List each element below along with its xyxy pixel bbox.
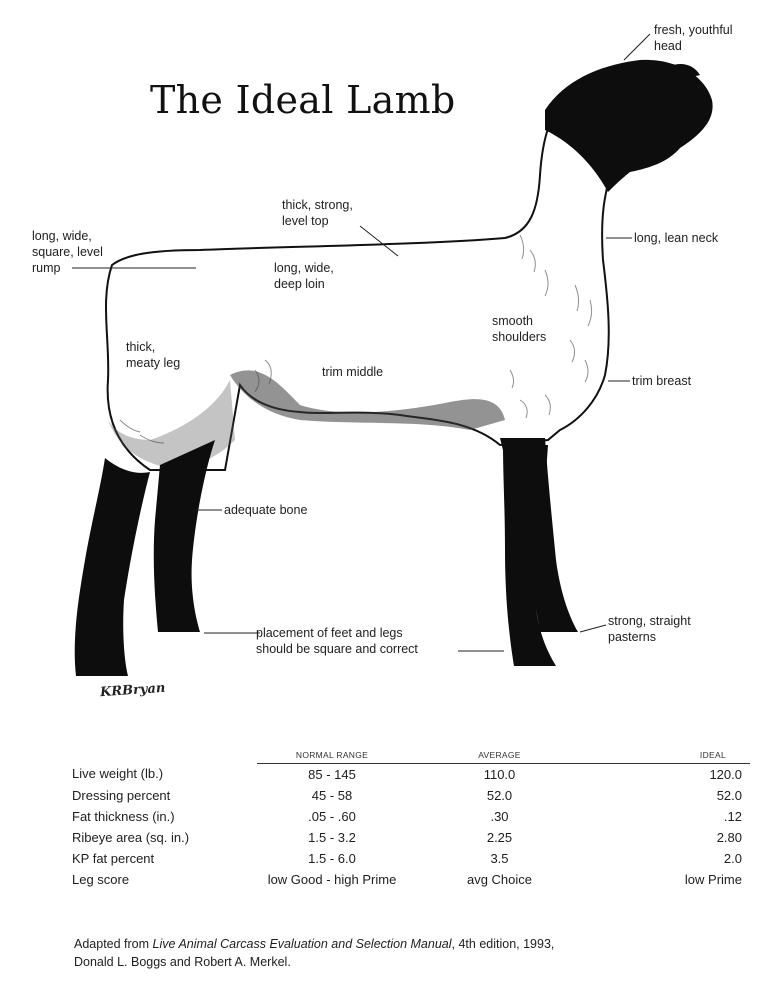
diagram-title: The Ideal Lamb: [150, 78, 456, 122]
source-book-title: Live Animal Carcass Evaluation and Selec…: [153, 937, 452, 951]
header-normal-range: NORMAL RANGE: [257, 750, 407, 764]
row-ideal: .12: [592, 806, 750, 827]
carcass-table: NORMAL RANGE AVERAGE IDEAL Live weight (…: [72, 750, 750, 890]
row-ideal: 2.80: [592, 827, 750, 848]
label-loin: long, wide, deep loin: [274, 260, 334, 292]
row-ideal: 52.0: [592, 785, 750, 806]
row-range: 1.5 - 6.0: [257, 848, 407, 869]
rear-leg-far: [154, 440, 215, 632]
row-name: Leg score: [72, 869, 257, 890]
table-header-row: NORMAL RANGE AVERAGE IDEAL: [72, 750, 750, 764]
label-bone: adequate bone: [224, 502, 307, 518]
source-prefix: Adapted from: [74, 937, 153, 951]
label-leg: thick, meaty leg: [126, 339, 180, 371]
table-row: Ribeye area (sq. in.) 1.5 - 3.2 2.25 2.8…: [72, 827, 750, 848]
row-ideal: low Prime: [592, 869, 750, 890]
label-head: fresh, youthful head: [654, 22, 733, 54]
table-row: Dressing percent 45 - 58 52.0 52.0: [72, 785, 750, 806]
header-ideal: IDEAL: [592, 750, 750, 764]
label-pasterns: strong, straight pasterns: [608, 613, 691, 645]
label-feet: placement of feet and legs should be squ…: [256, 625, 418, 657]
table-row: Fat thickness (in.) .05 - .60 .30 .12: [72, 806, 750, 827]
row-range: low Good - high Prime: [257, 869, 407, 890]
label-rump: long, wide, square, level rump: [32, 228, 103, 276]
row-name: Ribeye area (sq. in.): [72, 827, 257, 848]
row-name: Fat thickness (in.): [72, 806, 257, 827]
label-shoulders: smooth shoulders: [492, 313, 546, 345]
row-name: Live weight (lb.): [72, 764, 257, 786]
table-row: Live weight (lb.) 85 - 145 110.0 120.0: [72, 764, 750, 786]
header-average: AVERAGE: [407, 750, 592, 764]
row-ideal: 120.0: [592, 764, 750, 786]
row-average: 110.0: [407, 764, 592, 786]
leader-pasterns: [580, 625, 606, 632]
row-name: Dressing percent: [72, 785, 257, 806]
row-range: 85 - 145: [257, 764, 407, 786]
row-average: 3.5: [407, 848, 592, 869]
leader-head: [624, 34, 650, 60]
source-edition: , 4th edition, 1993,: [452, 937, 555, 951]
source-citation: Adapted from Live Animal Carcass Evaluat…: [74, 935, 754, 971]
table-row: Leg score low Good - high Prime avg Choi…: [72, 869, 750, 890]
row-ideal: 2.0: [592, 848, 750, 869]
row-average: avg Choice: [407, 869, 592, 890]
row-average: .30: [407, 806, 592, 827]
source-authors: Donald L. Boggs and Robert A. Merkel.: [74, 955, 291, 969]
row-range: 45 - 58: [257, 785, 407, 806]
label-breast: trim breast: [632, 373, 691, 389]
label-neck: long, lean neck: [634, 230, 718, 246]
table-row: KP fat percent 1.5 - 6.0 3.5 2.0: [72, 848, 750, 869]
row-average: 2.25: [407, 827, 592, 848]
row-range: .05 - .60: [257, 806, 407, 827]
rear-leg-near: [75, 458, 150, 676]
row-range: 1.5 - 3.2: [257, 827, 407, 848]
label-middle: trim middle: [322, 364, 383, 380]
row-name: KP fat percent: [72, 848, 257, 869]
header-blank: [72, 750, 257, 764]
label-top: thick, strong, level top: [282, 197, 353, 229]
row-average: 52.0: [407, 785, 592, 806]
